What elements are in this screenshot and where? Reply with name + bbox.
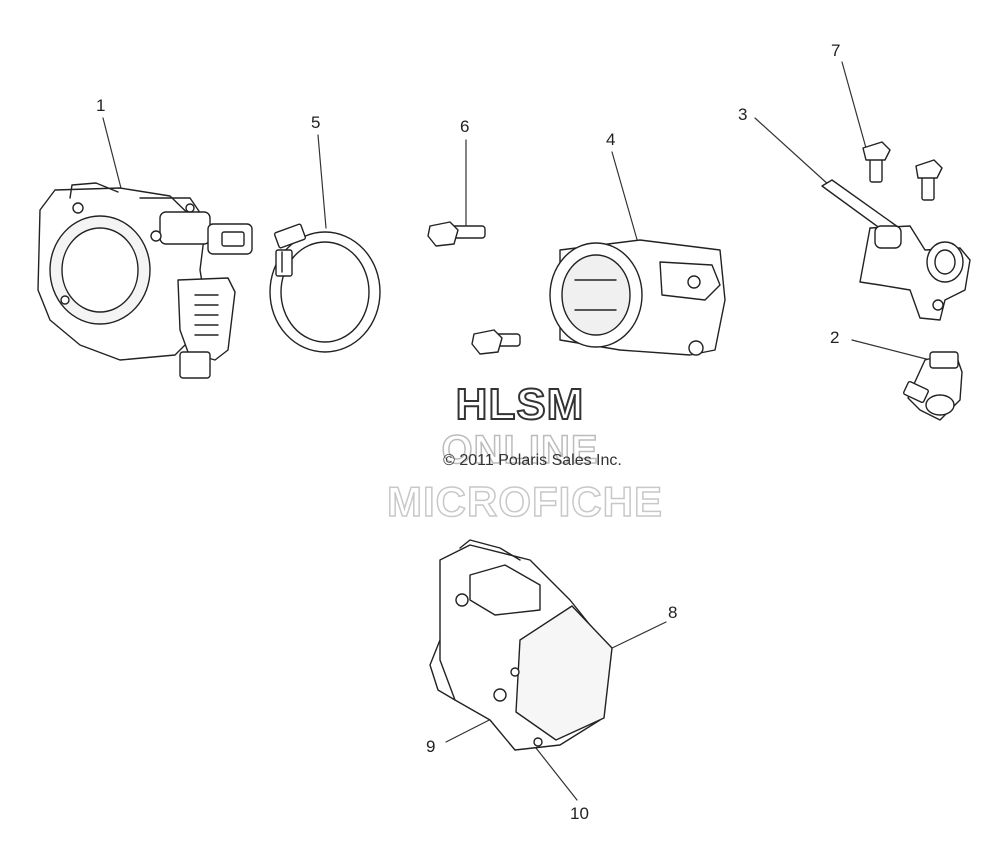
leader-lines	[102, 61, 931, 801]
fuel-rail-part	[821, 179, 971, 321]
callout-7: 7	[831, 41, 841, 60]
callout-10: 10	[570, 804, 589, 823]
bolt-part-lower	[471, 329, 521, 355]
fuel-injector-part	[903, 351, 963, 421]
fuel-rail-bolt-part-b	[915, 159, 943, 201]
watermark-microfiche: MICROFICHE	[386, 477, 663, 526]
watermark-online: ONLINE	[441, 427, 599, 473]
callout-4: 4	[606, 130, 616, 149]
throttle-actuator-part	[429, 539, 613, 751]
callout-9: 9	[426, 737, 436, 756]
watermark-copyright: © 2011 Polaris Sales Inc.	[443, 452, 622, 469]
callout-2: 2	[830, 328, 840, 347]
hose-clamp-part	[269, 223, 381, 353]
intake-boot-part	[549, 239, 726, 356]
callout-3: 3	[738, 105, 748, 124]
throttle-body-part	[37, 182, 253, 379]
callout-5: 5	[311, 113, 321, 132]
fuel-rail-bolt-part-a	[862, 141, 891, 183]
callout-6: 6	[460, 117, 470, 136]
bolt-part-upper	[427, 221, 486, 247]
watermark-hlsm: HLSM	[455, 379, 585, 430]
callout-1: 1	[96, 96, 106, 115]
callout-8: 8	[668, 603, 678, 622]
